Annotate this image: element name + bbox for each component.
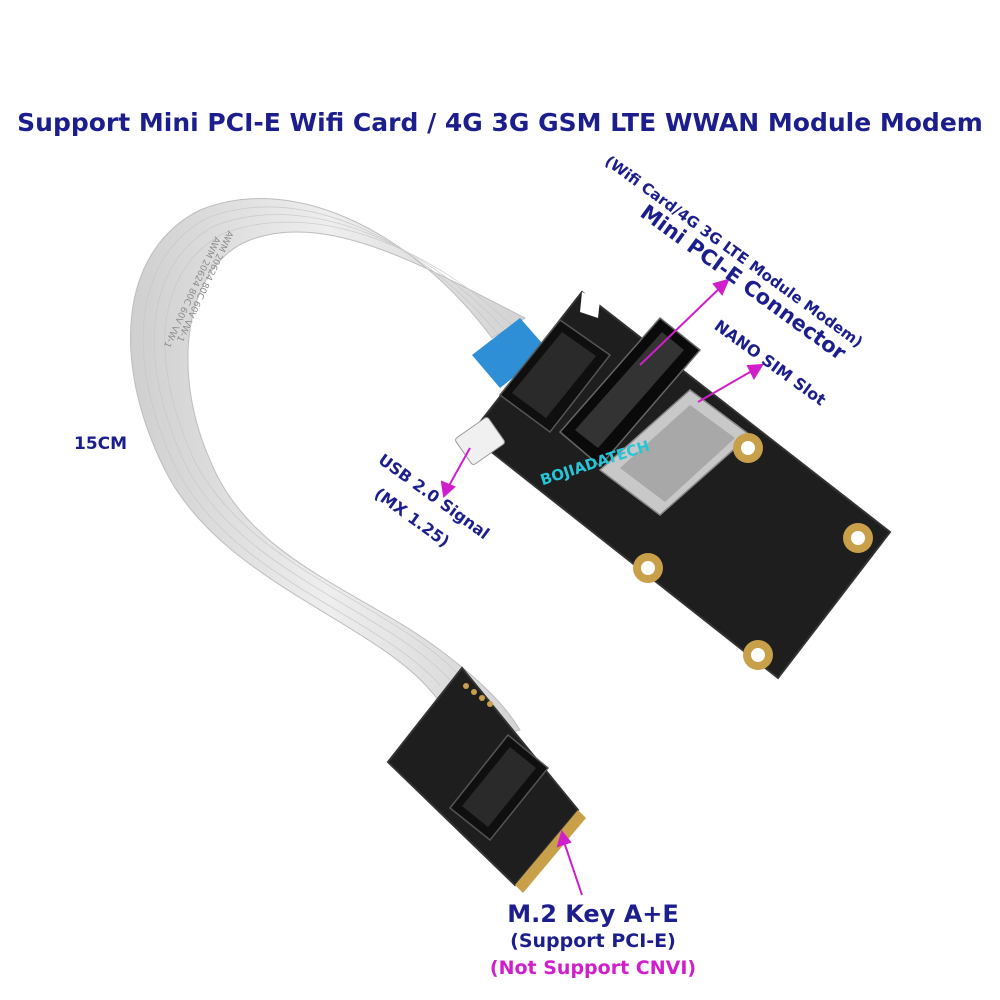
- m2-board: [386, 666, 586, 893]
- arrow-usb: [445, 447, 471, 492]
- arrow-mini-pcie: [639, 283, 725, 366]
- arrow-m2: [561, 835, 583, 896]
- cable-stiffener-top: [472, 318, 548, 388]
- pointer-arrows: [440, 278, 764, 896]
- mini-pcie-board: [455, 290, 892, 680]
- m2-support-label: (Support PCI-E): [510, 930, 676, 952]
- m2-key-label: M.2 Key A+E: [507, 900, 679, 928]
- m2-not-support-label: (Not Support CNVI): [489, 957, 697, 979]
- arrow-nano-sim: [697, 367, 758, 403]
- page-title: Support Mini PCI-E Wifi Card / 4G 3G GSM…: [17, 108, 983, 137]
- cable-length-label: 15CM: [74, 434, 128, 454]
- flex-cable: [130, 198, 527, 743]
- flex-cable-ribs: [142, 206, 513, 686]
